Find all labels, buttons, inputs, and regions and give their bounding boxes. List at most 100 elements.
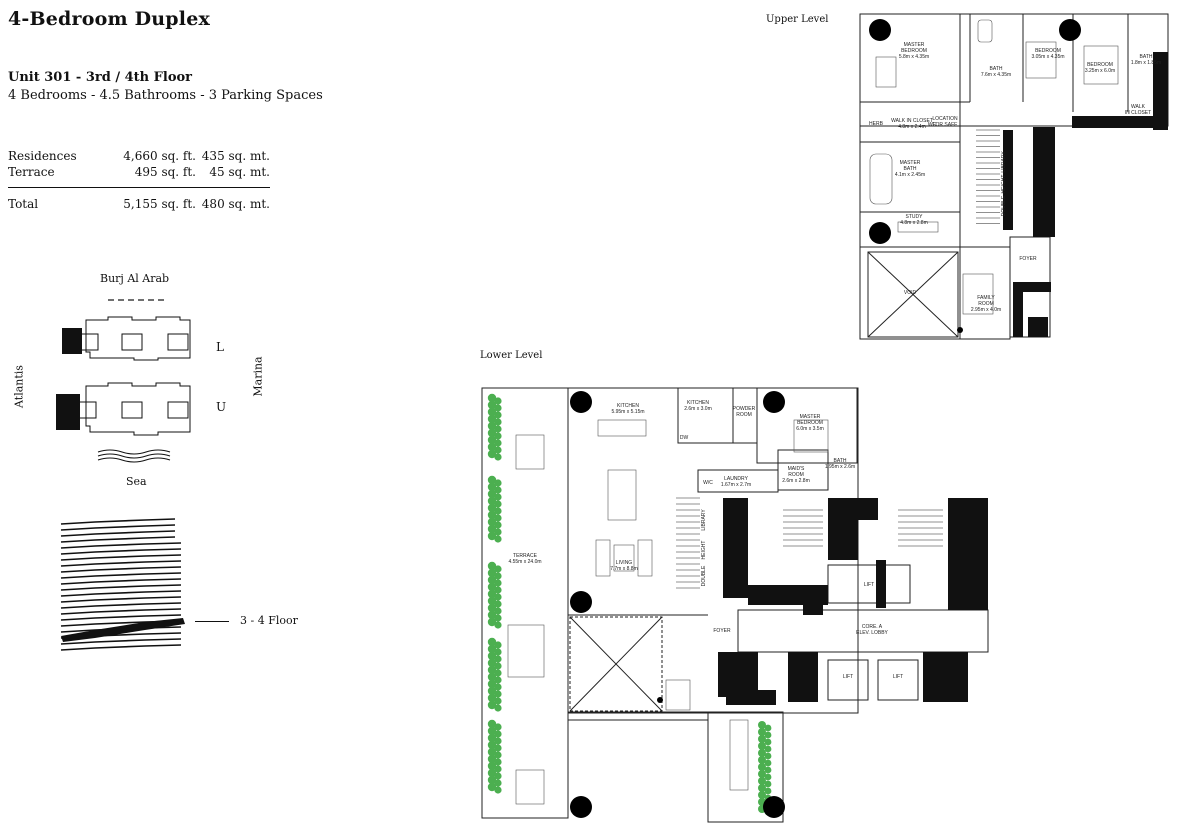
lower-outline xyxy=(481,387,989,823)
upper-family-label: FAMILY xyxy=(977,295,995,301)
area-divider xyxy=(8,187,270,188)
stack-floor-line xyxy=(60,644,182,651)
area-label: Residences xyxy=(8,149,77,163)
lower-maids-label: MAID'S xyxy=(788,466,805,472)
lower-bath-dim: 1.95m x 2.6m xyxy=(825,464,855,470)
lower-double-label: DOUBLE xyxy=(701,565,707,586)
planter-shrub xyxy=(758,749,766,757)
upper-bath2-dim: 1.8m x 1.85m xyxy=(1131,60,1161,66)
lower-master-dim: 6.0m x 3.5m xyxy=(796,426,824,432)
stack-floor-line xyxy=(60,536,176,543)
planter-shrub xyxy=(494,737,502,745)
planter-shrub xyxy=(487,400,497,410)
planter-shrub xyxy=(494,507,502,515)
planter-shrub xyxy=(487,524,497,534)
lower-kitchen2-label: KITCHEN xyxy=(687,400,709,406)
upper-walkin2-label: WALK xyxy=(1131,104,1146,110)
area-sqft: 495 sq. ft. xyxy=(134,165,196,179)
planter-shrub xyxy=(487,561,497,571)
area-total-row: Total 5,155 sq. ft. 480 sq. mt. xyxy=(8,196,270,212)
lower-laundry-label: LAUNDRY xyxy=(724,476,748,482)
area-row: Residences 4,660 sq. ft. 435 sq. mt. xyxy=(8,148,270,164)
keyplan-lower-tag: U xyxy=(216,400,227,414)
planter-shrub xyxy=(494,683,502,691)
planter-shrub xyxy=(487,719,497,729)
planter-shrub xyxy=(494,453,502,461)
stack-highlight xyxy=(61,618,185,642)
keyplan-west-label: Atlantis xyxy=(12,365,26,408)
upper-level-plan: MASTER BEDROOM 5.8m x 4.35m BATH 7.6m x … xyxy=(859,13,1169,340)
stack-floor-line xyxy=(60,530,176,537)
planter-shrub xyxy=(487,686,497,696)
area-row: Terrace 495 sq. ft. 45 sq. mt. xyxy=(8,164,270,180)
upper-location-label: LOCATION xyxy=(932,116,958,122)
keyplan-diagram xyxy=(56,299,191,463)
planter-shrub xyxy=(487,531,497,541)
planter-shrub xyxy=(487,435,497,445)
upper-bath1-label: BATH xyxy=(990,66,1003,72)
stack-floor-line xyxy=(60,596,182,603)
planter-shrub xyxy=(494,600,502,608)
planter-shrub xyxy=(487,414,497,424)
upper-walkin-dim: 4.8m x 2.4m xyxy=(898,124,926,130)
planter-shrub xyxy=(487,775,497,785)
upper-master-bath-label-2: BATH xyxy=(904,166,917,172)
upper-bedroom2-dim: 3.05m x 4.35m xyxy=(1031,54,1064,60)
planter-shrub xyxy=(487,407,497,417)
upper-void-label: VOID xyxy=(904,290,917,296)
planter-shrub xyxy=(494,593,502,601)
lower-living-label: LIVING xyxy=(616,560,633,566)
planter-shrub xyxy=(494,586,502,594)
planter-shrub xyxy=(494,669,502,677)
unit-label: Unit 301 - 3rd / 4th Floor xyxy=(8,70,193,85)
planter-shrub xyxy=(494,744,502,752)
keyplan-north-label: Burj Al Arab xyxy=(100,272,170,285)
planter-shrub xyxy=(487,733,497,743)
planter-shrub xyxy=(764,773,772,781)
lower-dw-label: DW xyxy=(680,435,689,441)
area-sqm: 45 sq. mt. xyxy=(209,165,270,179)
lower-kitchen-dim: 5.95m x 5.15m xyxy=(611,409,644,415)
lower-master-label: MASTER xyxy=(800,414,821,420)
planter-shrub xyxy=(494,786,502,794)
upper-bath1-dim: 7.6m x 4.35m xyxy=(981,72,1011,78)
planter-shrub xyxy=(487,644,497,654)
planter-shrub xyxy=(764,752,772,760)
keyplan-lower-unit-highlight xyxy=(56,394,80,430)
planter-shrub xyxy=(494,751,502,759)
stack-floor-line xyxy=(60,524,176,531)
upper-herb-label: HERB xyxy=(869,121,884,127)
planter-shrub xyxy=(764,759,772,767)
stack-floors xyxy=(60,518,182,651)
lower-columns xyxy=(570,391,785,818)
upper-master-bedroom-dim: 5.8m x 4.35m xyxy=(899,54,929,60)
planter-shrub xyxy=(494,432,502,440)
planter-shrub xyxy=(758,770,766,778)
stacking-diagram xyxy=(60,518,185,651)
lower-core-label: CORE. A xyxy=(862,624,883,630)
planter-shrub xyxy=(487,747,497,757)
lower-maids-dim: 2.6m x 2.8m xyxy=(782,478,810,484)
planter-shrub xyxy=(494,730,502,738)
stack-floor-line xyxy=(60,602,182,609)
planter-shrub xyxy=(487,393,497,403)
planter-shrub xyxy=(487,582,497,592)
terrace-planters xyxy=(487,393,772,816)
upper-master-bedroom-label-2: BEDROOM xyxy=(901,48,927,54)
planter-shrub xyxy=(487,726,497,736)
sea-waves xyxy=(97,449,171,463)
planter-shrub xyxy=(487,589,497,599)
upper-study-label: STUDY xyxy=(906,214,924,220)
keyplan-lower-building xyxy=(75,382,191,436)
lower-foyer-label: FOYER xyxy=(713,628,731,634)
area-table: Residences 4,660 sq. ft. 435 sq. mt. Ter… xyxy=(8,148,270,212)
stack-floor-label: 3 - 4 Floor xyxy=(240,614,298,627)
planter-shrub xyxy=(494,514,502,522)
stack-floor-line xyxy=(60,542,182,549)
upper-study-dim: 4.8m x 2.8m xyxy=(900,220,928,226)
planter-shrub xyxy=(487,489,497,499)
planter-shrub xyxy=(494,418,502,426)
upper-location-label-b: FOR SAFE xyxy=(932,122,958,128)
upper-family-dim: 2.95m x 4.0m xyxy=(971,307,1001,313)
upper-outline xyxy=(859,13,1169,340)
